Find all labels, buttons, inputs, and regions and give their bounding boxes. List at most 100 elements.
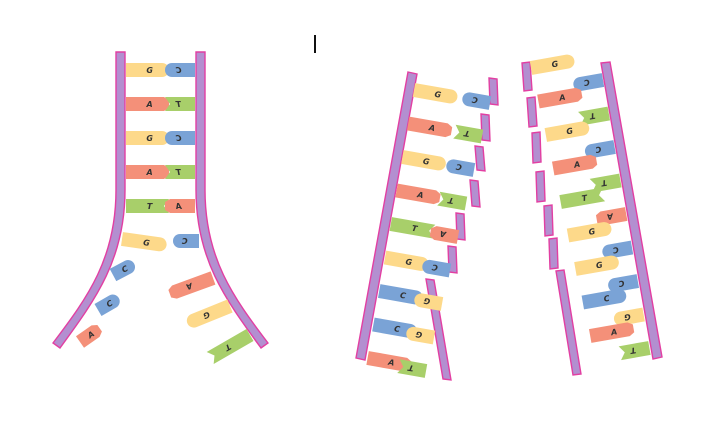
base-c: C [165,131,195,145]
base-letter: G [414,329,422,339]
base-letter: G [146,66,153,75]
base-c: C [581,289,627,310]
right-backbone [195,51,269,349]
base-letter: C [603,294,610,304]
base-a: A [406,116,453,138]
base-letter: A [606,211,615,221]
base-letter: A [416,190,425,200]
base-letter: G [405,257,413,267]
base-letter: C [175,134,181,143]
base-c: C [573,73,605,91]
base-a: A [168,271,216,299]
base-g: G [406,326,436,345]
base-letter: C [175,66,181,75]
base-t: T [165,165,195,179]
base-letter: A [185,281,195,292]
base-letter: A [439,229,448,239]
base-t: T [578,106,611,126]
base-g: G [401,150,446,171]
base-t: T [206,328,254,365]
base-g: G [126,63,169,77]
base-a: A [551,154,598,176]
base-c: C [602,240,634,259]
daughter1-new-backbone-segment [480,113,491,142]
base-c: C [585,140,616,158]
base-letter: T [407,363,414,373]
base-letter: T [447,195,454,205]
base-letter: G [623,312,631,322]
base-letter: A [557,93,566,103]
base-g: G [574,255,619,276]
base-letter: A [609,327,618,337]
base-g: G [529,54,575,75]
base-t: T [437,191,468,211]
text-cursor [314,35,316,53]
base-letter: C [182,236,188,245]
base-letter: T [175,100,181,109]
base-letter: G [146,134,153,143]
base-letter: A [146,100,153,109]
base-g: G [186,299,233,328]
base-letter: T [600,178,607,188]
base-letter: C [583,77,590,87]
base-a: A [165,199,195,213]
base-letter: G [201,310,211,321]
base-g: G [544,121,590,142]
base-letter: A [146,168,153,177]
base-t: T [397,359,428,378]
base-g: G [121,232,167,252]
base-a: A [366,351,412,372]
base-letter: C [594,144,601,154]
base-letter: G [551,59,559,69]
base-letter: A [572,160,581,170]
daughter2-new-backbone-segment [555,269,582,376]
base-g: G [383,250,429,271]
base-letter: A [85,329,96,341]
base-letter: T [463,128,470,138]
base-letter: C [393,324,400,334]
base-c: C [109,260,135,282]
base-c: C [377,284,423,305]
base-letter: C [471,95,478,105]
base-c: C [372,317,417,338]
base-a: A [75,324,102,348]
base-letter: G [422,157,430,167]
base-letter: C [120,264,130,275]
base-t: T [165,97,195,111]
base-letter: C [618,278,625,288]
base-t: T [453,124,484,144]
daughter1-new-backbone-segment [474,145,486,172]
base-letter: T [147,202,153,211]
daughter2-new-backbone-segment [535,170,546,203]
daughter1-new-backbone-segment [488,77,499,106]
daughter2-new-backbone-segment [531,131,542,164]
base-g: G [126,131,169,145]
base-letter: A [387,358,396,368]
base-letter: C [612,245,619,255]
base-t: T [589,173,622,193]
base-letter: T [581,193,588,203]
base-letter: C [431,262,438,272]
daughter1-new-backbone-segment [425,278,452,381]
base-t: T [126,199,169,213]
base-letter: G [566,126,574,136]
base-a: A [588,322,635,343]
base-letter: G [422,296,430,306]
daughter2-new-backbone-segment [521,61,533,92]
base-a: A [429,226,460,244]
daughter1-old-backbone [355,71,418,361]
base-letter: G [143,238,151,248]
left-backbone [52,51,126,349]
daughter2-old-backbone [600,61,663,360]
base-letter: A [427,123,436,133]
base-a: A [537,87,583,109]
base-c: C [94,294,120,317]
base-letter: G [434,90,442,100]
daughter1-new-backbone-segment [469,179,481,208]
base-t: T [559,187,606,209]
daughter2-new-backbone-segment [543,204,554,237]
